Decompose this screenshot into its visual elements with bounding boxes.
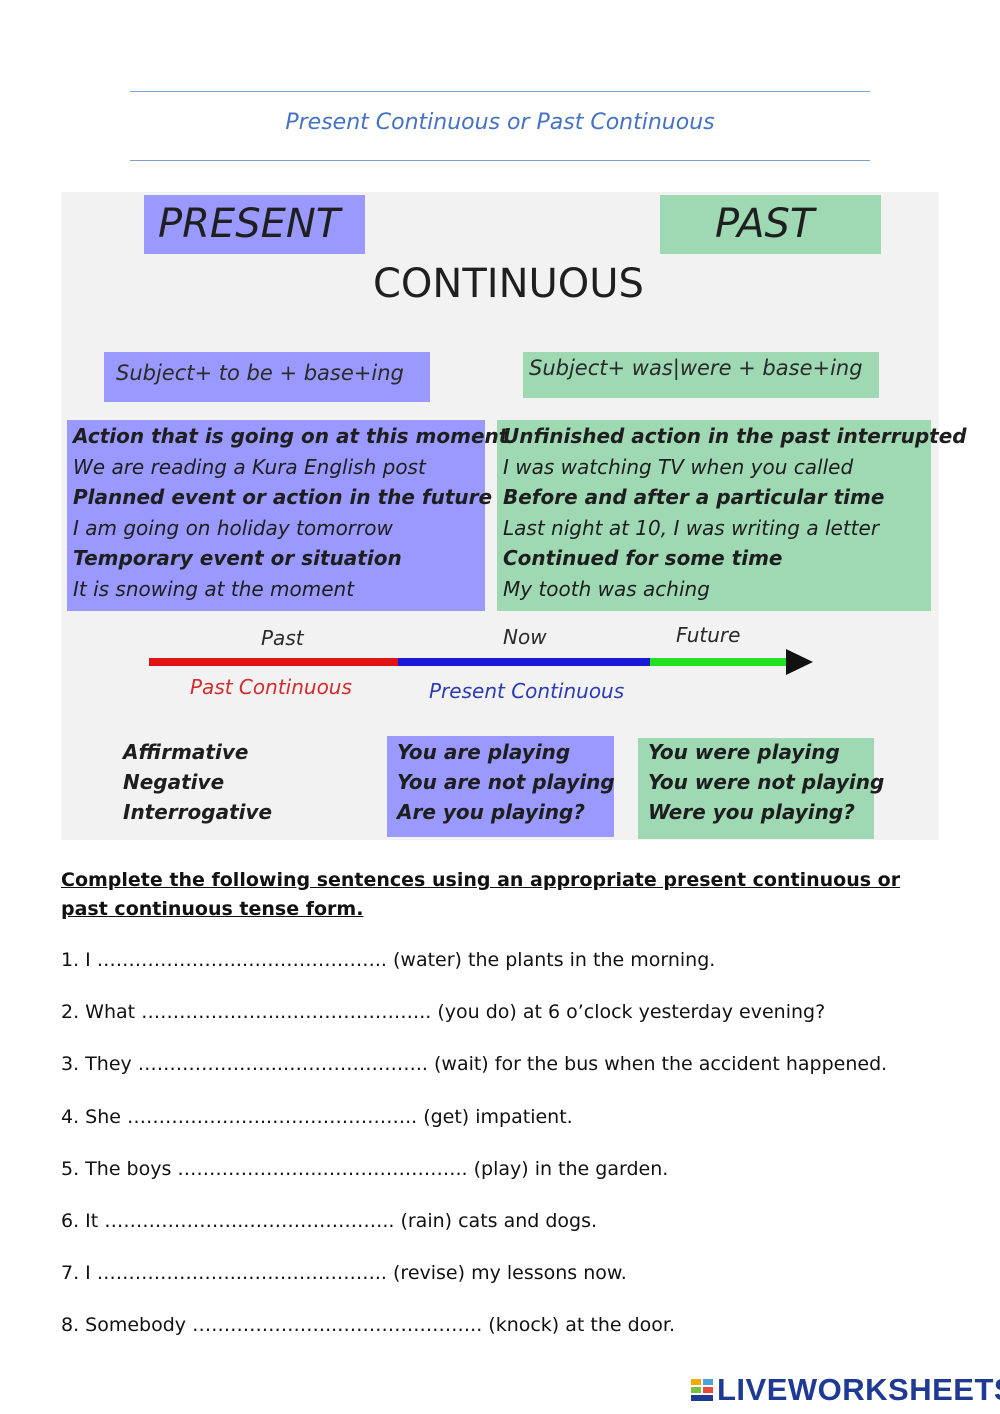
past-uses-list: Unfinished action in the past interrupte… [503,421,967,604]
timeline-past-segment [149,658,398,666]
present-form-line: Are you playing? [397,800,585,824]
timeline-now-label: Now [503,625,547,649]
past-form-line: You were not playing [648,770,885,794]
past-use-line: Unfinished action in the past interrupte… [503,424,967,448]
past-form-line: Were you playing? [648,800,855,824]
title-rule-top [130,91,870,92]
past-form-line: You were playing [648,740,840,764]
exercise-instruction: Complete the following sentences using a… [61,869,901,920]
present-use-line: Action that is going on at this moment [73,424,509,448]
past-uses-box [497,420,931,611]
past-formula-box [523,352,879,398]
present-use-line: Temporary event or situation [73,546,402,570]
present-use-line: I am going on holiday tomorrow [73,515,393,540]
past-header-box [660,195,881,254]
form-label: Affirmative [123,740,249,764]
exercise-item: 6. It …………………..………………….. (rain) cats and… [61,1210,598,1232]
past-header: PAST [715,201,815,247]
exercise-item: 2. What …………………..………………….. (you do) at 6… [61,1001,826,1024]
present-header: PRESENT [158,201,341,247]
present-uses-box [67,420,485,611]
exercise-item: 3. They …………………..………………….. (wait) for th… [61,1053,888,1076]
timeline-future-label: Future [676,623,741,647]
present-form-line: You are not playing [397,770,615,794]
exercise-item: 8. Somebody …………………..………………….. (knock) a… [61,1314,676,1337]
past-use-line: Continued for some time [503,546,783,570]
present-header-box [144,195,365,254]
present-form-line: You are playing [397,740,571,764]
past-formula: Subject+ was|were + base+ing [529,356,863,380]
past-use-line: Last night at 10, I was writing a letter [503,515,880,540]
logo-text: LIVEWORKSHEETS [717,1372,1000,1407]
tense-infographic: PRESENT PAST CONTINUOUS Subject+ to be +… [61,192,967,840]
present-formula: Subject+ to be + base+ing [116,361,404,385]
present-formula-box [104,352,430,402]
exercise-item: 1. I …………………..………………….. (water) the plan… [61,949,716,971]
liveworksheets-logo-icon [691,1379,713,1401]
timeline-arrow-head [786,649,813,675]
past-continuous-label: Past Continuous [190,675,352,699]
form-label: Negative [123,770,225,794]
present-continuous-label: Present Continuous [429,679,625,703]
liveworksheets-logo: LIVEWORKSHEETS [690,1372,1000,1408]
form-label: Interrogative [123,800,273,824]
past-use-line: Before and after a particular time [503,485,885,509]
exercise-item: 5. The boys …………………..………………….. (play) in… [61,1157,669,1180]
exercise-item: 4. She …………………..………………….. (get) impatien… [61,1105,573,1128]
present-use-line: Planned event or action in the future [73,485,493,509]
timeline [149,649,813,675]
present-use-line: We are reading a Kura English post [73,454,426,479]
continuous-heading: CONTINUOUS [373,261,644,307]
past-forms-box [638,738,874,839]
title-rule-bottom [130,160,870,161]
past-use-line: My tooth was aching [503,576,710,601]
timeline-future-segment [650,658,790,666]
exercise-item: 7. I …………………..………………….. (revise) my less… [61,1262,627,1285]
timeline-past-label: Past [261,626,304,650]
present-use-line: It is snowing at the moment [73,576,355,601]
present-forms-box [387,736,614,837]
past-use-line: I was watching TV when you called [503,454,854,479]
timeline-present-segment [398,658,650,666]
page-title: Present Continuous or Past Continuous [285,110,715,135]
